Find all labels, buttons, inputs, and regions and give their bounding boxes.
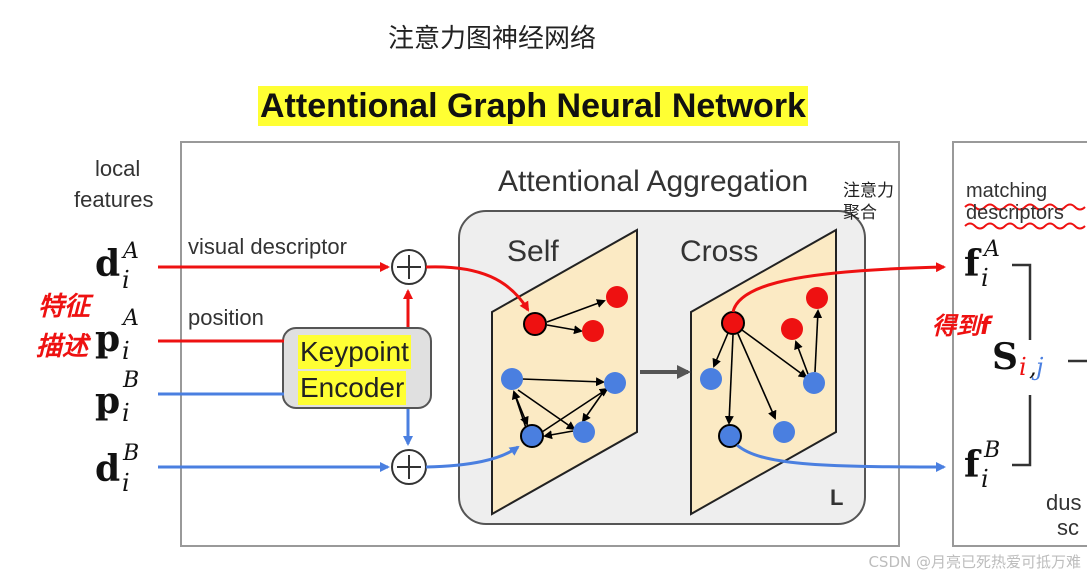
features-label: features [74,187,154,212]
gnn-outer-box [180,141,900,547]
local-label: local [95,156,141,181]
cross-to-fa-arrow [731,262,946,313]
aggregation-cn-line1: 注意力 [843,181,894,201]
matching-label: matching [966,180,1048,202]
self-node-red-1 [523,312,547,336]
descriptor-b-symbol: d B i [95,441,140,497]
bottom-adder [391,449,427,485]
feature-a-symbol: f A i [964,237,1000,292]
keypoint-encoder: Keypoint Encoder [282,327,432,409]
self-node-blue-3 [520,424,544,448]
score-bracket [1012,263,1032,467]
output-box [952,141,1087,547]
top-adder [391,249,427,285]
dustbin-label-partial: dus [1046,490,1082,515]
cross-label: Cross [680,235,759,268]
cross-node-blue-1 [700,368,722,390]
self-node-blue-4 [573,421,595,443]
self-node-blue-1 [501,368,523,390]
descriptors-squiggle [964,203,1086,211]
encoder-line1: Keypoint [298,335,411,369]
self-node-red-2 [606,286,628,308]
aggregation-cn-line2: 聚合 [843,203,877,223]
descriptors-label: descriptors [966,202,1064,224]
position-a-symbol: p A i [95,306,139,365]
top-adder-to-self [425,265,530,312]
page-title: Attentional Graph Neural Network [258,86,808,126]
visual-descriptor-label: visual descriptor [188,234,347,259]
annotation-description: 描述 [36,332,89,362]
cross-node-red-2 [806,287,828,309]
descriptors-squiggle-2 [964,222,1086,230]
cross-edges [712,309,823,425]
position-label: position [188,305,264,330]
score-matrix-symbol: S i , j [992,336,1044,381]
self-edges [511,299,609,440]
annotation-get-f: 得到f [932,312,991,340]
self-label: Self [507,235,559,268]
cross-node-red-3 [781,318,803,340]
self-node-red-3 [582,320,604,342]
cross-node-blue-3 [718,424,742,448]
aggregation-title: Attentional Aggregation [498,165,809,198]
chinese-title: 注意力图神经网络 [388,24,597,54]
descriptor-a-symbol: d A i [95,239,139,294]
encoder-line2: Encoder [298,371,407,405]
position-b-symbol: p B i [95,368,140,427]
cross-node-blue-2 [803,372,825,394]
cross-node-red-1 [721,311,745,335]
bottom-adder-to-self [425,445,520,469]
cross-to-fb-arrow [736,443,946,472]
feature-b-symbol: f B i [964,438,1001,493]
cross-node-blue-4 [773,421,795,443]
score-label-partial: sc [1057,515,1079,540]
watermark: CSDN @月亮已死热爱可抵万难 [868,553,1081,571]
self-node-blue-2 [604,372,626,394]
annotation-feature: 特征 [38,292,91,322]
repeat-label: L [830,485,844,510]
